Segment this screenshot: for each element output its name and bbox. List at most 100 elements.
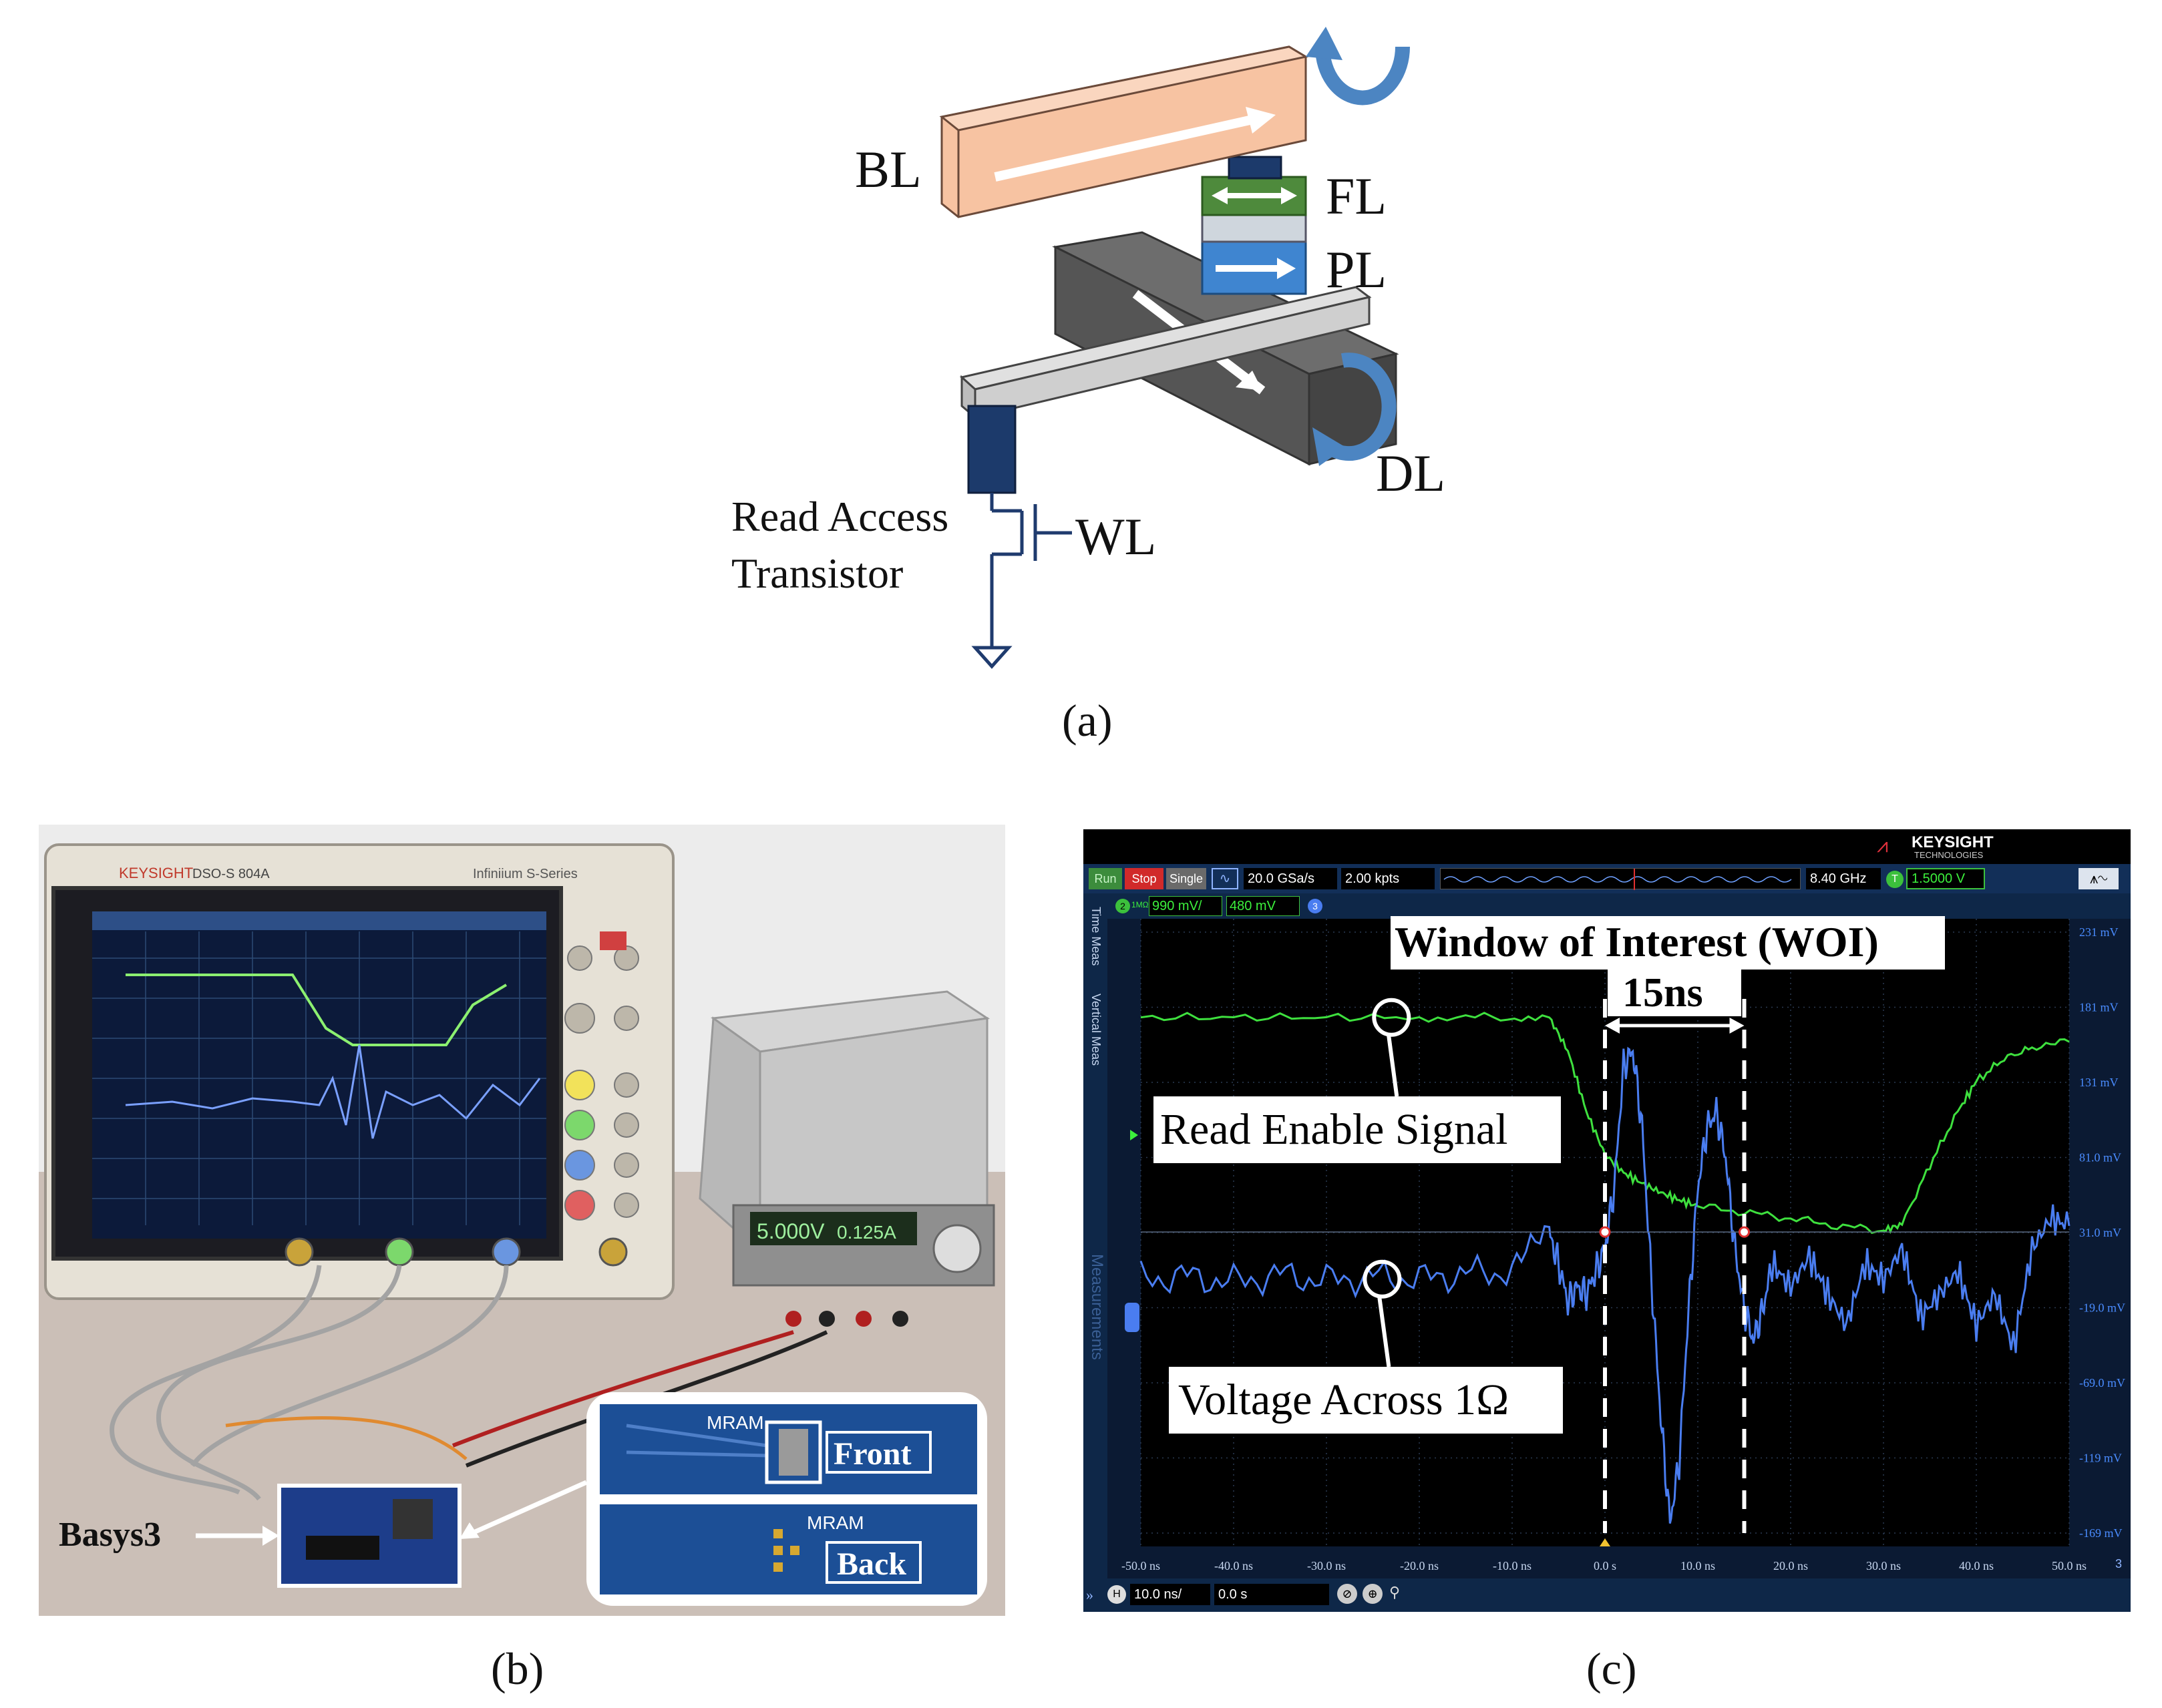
woi-title-box: Window of Interest (WOI) [1391,916,1945,970]
points-field[interactable]: 2.00 kpts [1341,868,1435,889]
label-transistor: Transistor [731,550,903,597]
ch3-badge: 3 [1308,899,1322,913]
scope-series: Infiniium S-Series [473,867,578,881]
label-fl: FL [1326,167,1387,225]
x-tick-label: 10.0 ns [1680,1559,1715,1572]
mram-back-label: MRAM [807,1512,864,1533]
x-tick-label: -50.0 ns [1121,1559,1160,1572]
test-setup-illustration: KEYSIGHT DSO-S 804A Infiniium S-Series [39,825,1005,1616]
expand-icon[interactable]: » [1086,1586,1093,1603]
x-tick-label: 40.0 ns [1959,1559,1994,1572]
x-tick-label: 20.0 ns [1773,1559,1808,1572]
dl-arrow-head [1236,371,1262,391]
cursor-marker-icon[interactable] [1739,1226,1750,1238]
ch2-offset-field[interactable]: 480 mV [1226,896,1300,916]
label-wl: WL [1075,507,1156,566]
label-back: Back [837,1546,906,1582]
toolbar: Run Stop Single ∿ 20.0 GSa/s 2.00 kpts 8… [1083,864,2131,893]
cursor-marker-icon[interactable] [1599,1226,1611,1238]
panel-b-photo: KEYSIGHT DSO-S 804A Infiniium S-Series [39,825,1005,1616]
zoom-icon[interactable]: ⊘ [1337,1584,1357,1604]
autoscale-icon[interactable]: ∿ [1212,868,1238,889]
woi-title: Window of Interest (WOI) [1395,918,1879,966]
label-front: Front [834,1436,911,1472]
bottom-bar: » H 10.0 ns/ 0.0 s ⊘ ⊕ ⚲ [1083,1578,2131,1612]
scope-brand: KEYSIGHT [119,865,193,881]
caption-a: (a) [1062,695,1113,746]
psu-current-display: 0.125A [837,1222,896,1243]
x-tick-label: -20.0 ns [1400,1559,1439,1572]
via-block [967,405,1017,494]
y-tick-label: -19.0 mV [2079,1301,2125,1315]
ch2-badge: 2 [1115,899,1130,913]
waveform-overview[interactable] [1440,868,1801,890]
timebase-field[interactable]: 10.0 ns/ [1130,1584,1210,1605]
callout-read-enable-text: Read Enable Signal [1160,1105,1508,1154]
y-tick-label: -69.0 mV [2079,1376,2125,1390]
y-tick-label: 81.0 mV [2079,1151,2121,1164]
y-tick-label: 31.0 mV [2079,1226,2121,1239]
access-bar [959,286,1372,420]
y-tick-label: 231 mV [2079,925,2119,939]
read-enable-callout-circle [1372,998,1411,1037]
x-tick-labels: -50.0 ns-40.0 ns-30.0 ns-20.0 ns-10.0 ns… [1121,1559,2087,1572]
waveform-traces [1139,1012,2070,1524]
sample-rate-field[interactable]: 20.0 GSa/s [1244,868,1337,889]
label-dl: DL [1376,444,1445,502]
voltage-callout-circle [1363,1259,1402,1299]
ch2-ground-marker-icon [1121,1130,1138,1140]
woi-arrow-right-icon [1729,1018,1745,1034]
brand-name: KEYSIGHT [1912,833,1994,851]
label-read-access: Read Access [731,493,948,540]
bl-rotation-arrow-icon [1315,46,1410,105]
ground-icon [971,646,1013,669]
single-button[interactable]: Single [1166,868,1206,889]
mtj-stack [1201,156,1307,295]
ch3-ground-marker-icon [1125,1303,1139,1332]
brand-sub: TECHNOLOGIES [1914,850,1984,860]
stop-button[interactable]: Stop [1125,868,1163,889]
x-tick-label: -30.0 ns [1307,1559,1346,1572]
tab-vertical-meas[interactable]: Vertical Meas [1089,994,1103,1066]
y-tick-label: 181 mV [2079,1001,2119,1014]
woi-markers [1141,998,2069,1546]
acquire-icon[interactable]: ⩚∿ [2079,868,2119,889]
trigger-level-field[interactable]: 1.5000 V [1906,868,1985,889]
voltage-trace [1139,1046,2070,1524]
scope-plot-area: -50.0 ns-40.0 ns-30.0 ns-20.0 ns-10.0 ns… [1107,919,2131,1586]
label-pl: PL [1326,240,1387,298]
bl-line-block [939,45,1309,218]
delay-field[interactable]: 0.0 s [1214,1584,1329,1605]
overview-trace [1443,869,1792,890]
page-indicator: 3 [2115,1557,2123,1570]
ch2-impedance: 1MΩ [1131,900,1149,909]
woi-arrow-left-icon [1605,1018,1620,1034]
brand-strip: ⩘ KEYSIGHT TECHNOLOGIES [1083,829,2131,864]
tunnel-barrier [1201,212,1307,243]
label-bl: BL [855,140,922,198]
tab-time-meas[interactable]: Time Meas [1089,907,1103,966]
run-button[interactable]: Run [1089,868,1122,889]
scope-model: DSO-S 804A [192,867,270,881]
bandwidth-field[interactable]: 8.40 GHz [1806,868,1881,889]
pan-icon[interactable]: ⊕ [1363,1584,1383,1604]
y-tick-label: -169 mV [2079,1526,2123,1540]
tab-measurements[interactable]: Measurements [1088,1254,1106,1360]
read-enable-trace [1140,1012,2070,1235]
mram-inset: MRAM MRAM Front Back [586,1392,987,1606]
label-basys3: Basys3 [59,1516,161,1554]
panel-a-schematic: BL FL PL DL WL Read Access Transistor [701,20,1503,755]
oscilloscope: KEYSIGHT DSO-S 804A Infiniium S-Series [44,843,675,1300]
ch2-scale-field[interactable]: 990 mV/ [1149,896,1222,916]
mram-front-label: MRAM [707,1412,764,1433]
basys3-board [277,1484,462,1588]
pin-icon[interactable]: ⚲ [1389,1584,1401,1600]
read-enable-callout-pointer [1387,1036,1399,1097]
keysight-logo-icon: ⩘ [1877,835,1888,857]
panel-c-scope-screen: ⩘ KEYSIGHT TECHNOLOGIES Run Stop Single … [1083,829,2131,1612]
callout-voltage-text: Voltage Across 1Ω [1178,1375,1509,1424]
x-tick-label: 0.0 s [1594,1559,1616,1572]
side-tabs: Time Meas Vertical Meas Measurements [1083,893,1107,1581]
x-tick-label: 50.0 ns [2052,1559,2087,1572]
